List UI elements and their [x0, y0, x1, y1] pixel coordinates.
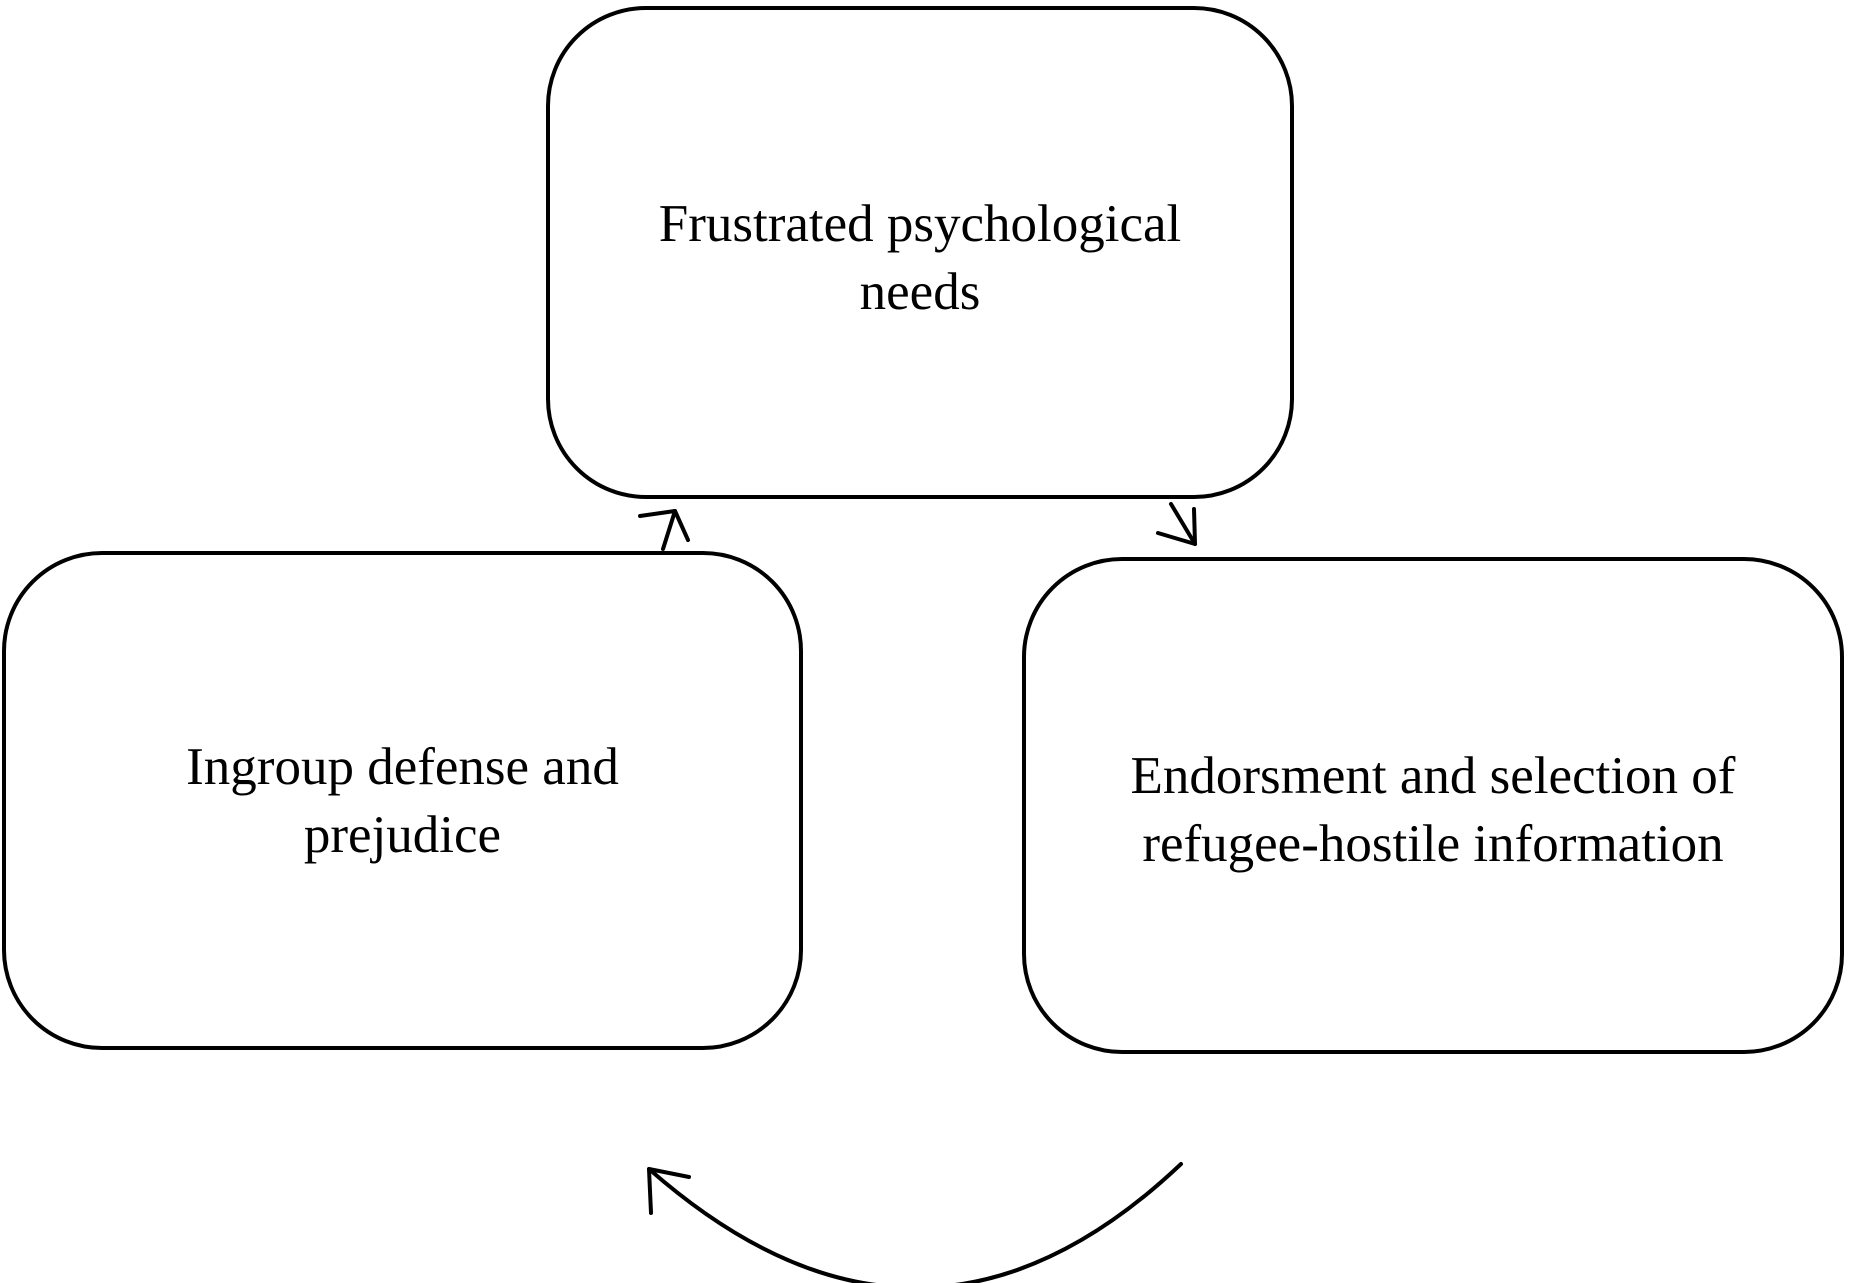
arrowhead-icon	[647, 1167, 691, 1215]
arrowhead-icon	[1156, 507, 1197, 546]
edge-ingroup-to-needs	[638, 509, 690, 551]
node-label: Endorsment and selection of refugee-host…	[1130, 747, 1736, 873]
node-endorsement: Endorsment and selection of refugee-host…	[1022, 557, 1844, 1054]
edge-endorsement-to-ingroup	[647, 1162, 1183, 1283]
node-ingroup-defense: Ingroup defense and prejudice	[2, 551, 803, 1050]
node-frustrated-needs: Frustrated psychological needs	[546, 6, 1294, 499]
node-label: Frustrated psychological needs	[658, 195, 1182, 321]
arrowhead-icon	[638, 509, 690, 542]
edge-needs-to-endorsement	[1156, 502, 1197, 546]
node-label: Ingroup defense and prejudice	[186, 738, 619, 864]
